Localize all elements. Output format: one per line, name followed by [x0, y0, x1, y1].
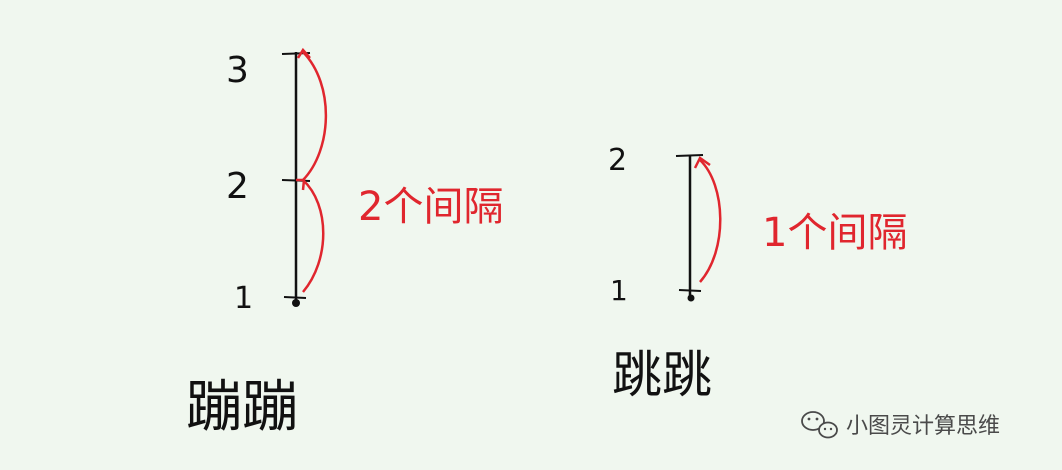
left-tick-1-mark: [283, 296, 307, 299]
left-tick-label-3: 3: [226, 50, 249, 91]
right-arc: [699, 159, 722, 283]
left-arc-upper-arrowhead: [296, 47, 311, 59]
left-start-dot: [292, 299, 300, 307]
right-tick-label-2: 2: [608, 143, 627, 178]
left-tick-label-1: 1: [234, 281, 253, 316]
right-start-dot: [687, 294, 695, 302]
watermark-text: 小图灵计算思维: [846, 414, 1000, 439]
left-diagram: 3 2 1 2个间隔 蹦蹦: [186, 47, 503, 440]
right-interval-label: 1个间隔: [762, 210, 907, 256]
right-tick-2-mark: [675, 154, 704, 157]
right-tick-1-mark: [678, 289, 702, 292]
left-caption: 蹦蹦: [186, 375, 298, 440]
left-interval-label: 2个间隔: [358, 184, 503, 230]
right-caption: 跳跳: [612, 346, 712, 404]
right-diagram: 2 1 1个间隔 跳跳: [608, 143, 907, 404]
watermark: 小图灵计算思维: [801, 411, 1000, 439]
left-arc-upper: [302, 51, 328, 181]
right-arc-arrowhead: [693, 156, 711, 169]
left-arc-lower: [302, 179, 325, 293]
right-tick-label-1: 1: [610, 274, 628, 307]
left-tick-label-2: 2: [226, 166, 249, 207]
wechat-icon: [801, 411, 838, 439]
